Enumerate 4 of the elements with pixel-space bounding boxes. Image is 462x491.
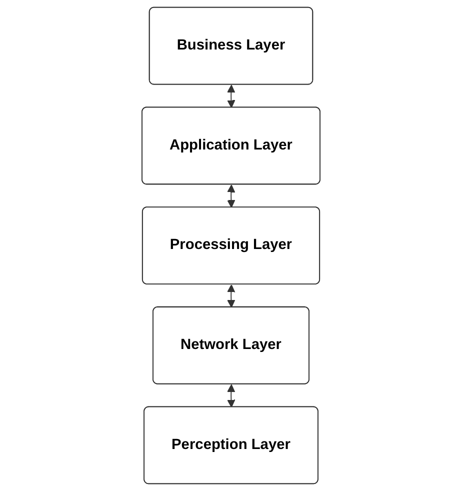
- arrow: [227, 284, 236, 308]
- arrow: [227, 384, 236, 408]
- arrow: [227, 84, 236, 108]
- arrow: [227, 184, 236, 208]
